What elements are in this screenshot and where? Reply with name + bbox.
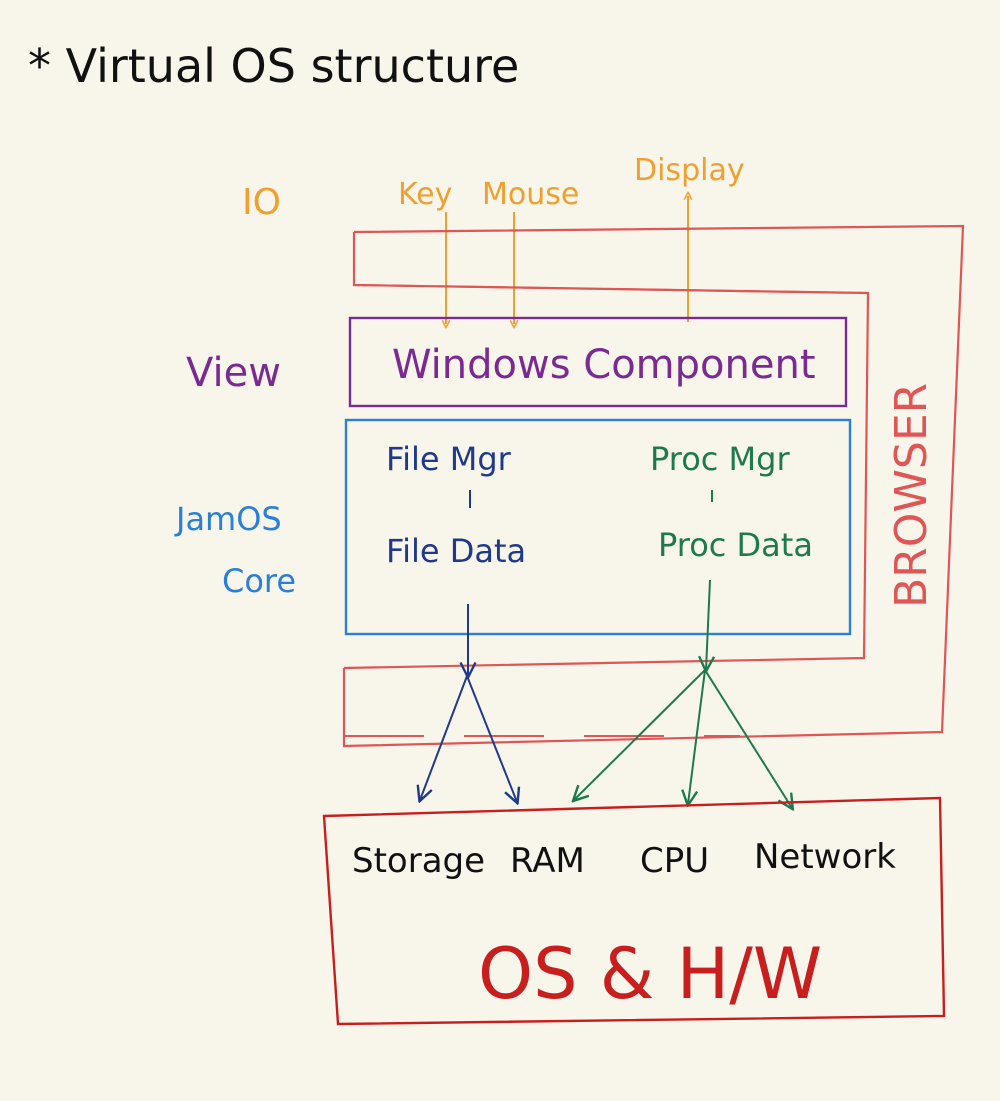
jamos-core-box [344,418,852,636]
hw-network-label: Network [754,837,896,877]
os-hw-label: OS & H/W [478,933,822,1015]
io-display-label: Display [634,153,745,188]
proc-data-down-arrow [706,579,710,670]
process-data-label: Proc Data [658,526,813,564]
file-data-label: File Data [386,532,526,570]
browser-frame-top-divider [353,284,869,294]
proc-to-ram-arrow [574,669,706,800]
proc-to-cpu-arrow [688,669,706,804]
browser-frame-outer [342,224,965,748]
io-mouse-label: Mouse [482,177,579,212]
file-to-storage-arrow [420,675,468,800]
hw-storage-label: Storage [352,841,485,881]
proc-to-network-arrow [704,669,792,808]
hw-cpu-label: CPU [640,841,709,881]
browser-label: BROWSER [886,383,937,608]
hw-ram-label: RAM [510,841,585,881]
io-label: IO [242,182,281,223]
windows-component-label: Windows Component [392,342,816,388]
process-manager-label: Proc Mgr [650,440,790,478]
windows-component-box [348,316,848,408]
os-hardware-box [322,796,946,1026]
file-manager-label: File Mgr [386,440,512,478]
core-label-line2: Core [222,562,296,600]
core-label-line1: JamOS [174,500,282,538]
io-key-label: Key [398,177,452,212]
file-to-ram-arrow [466,675,517,802]
diagram-title: * Virtual OS structure [28,39,519,93]
view-label: View [186,350,281,396]
